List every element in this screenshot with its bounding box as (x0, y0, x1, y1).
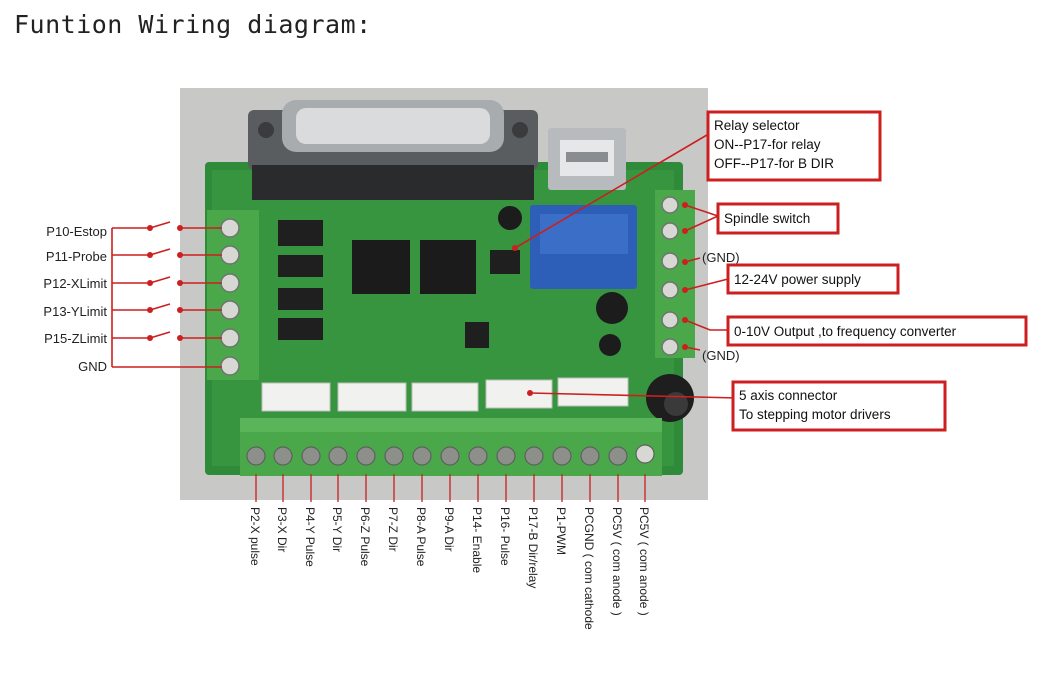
callout-leaders (512, 131, 739, 399)
input-label-xlimit: P12-XLimit (43, 276, 107, 291)
pin-label-pcgnd: PCGND ( com cathode (582, 507, 596, 630)
pin-label-p14: P14- Enable (470, 507, 484, 573)
axis-connectors (261, 377, 629, 412)
output-callout: 0-10V Output ,to frequency converter (726, 315, 1028, 347)
axis-line-2: To stepping motor drivers (739, 407, 891, 422)
input-label-ylimit: P13-YLimit (43, 304, 107, 319)
pin-label-p7: P7-Z Dir (386, 507, 400, 552)
pin-label-pc5v-1: PC5V ( com anode ) (610, 507, 624, 616)
power-supply-callout: 12-24V power supply (726, 263, 900, 295)
usb-port (548, 128, 626, 190)
output-text: 0-10V Output ,to frequency converter (734, 324, 957, 339)
input-label-estop: P10-Estop (46, 224, 107, 239)
pin-label-pc5v-2: PC5V ( com anode ) (637, 507, 651, 616)
relay-selector-callout: Relay selector ON--P17-for relay OFF--P1… (706, 110, 882, 182)
pin-label-p16: P16- Pulse (498, 507, 512, 566)
pin-label-p3: P3-X Dir (275, 507, 289, 552)
relay-line-3: OFF--P17-for B DIR (714, 156, 834, 171)
input-label-zlimit: P15-ZLimit (44, 331, 107, 346)
spindle-switch-text: Spindle switch (724, 211, 810, 226)
relay-line-2: ON--P17-for relay (714, 137, 821, 152)
capacitors (498, 206, 694, 422)
pin-label-p17: P17-B Dir/relay (526, 507, 540, 588)
pin-label-p5: P5-Y Dir (330, 507, 344, 552)
page-title: Funtion Wiring diagram: (14, 10, 372, 39)
left-wiring (111, 221, 222, 368)
pin-label-p8: P8-A Pulse (414, 507, 428, 567)
axis-connector-callout: 5 axis connector To stepping motor drive… (731, 380, 947, 432)
pin-label-p2: P2-X pulse (248, 507, 262, 566)
integrated-circuits (278, 220, 520, 348)
input-label-gnd: GND (78, 359, 107, 374)
pin-label-p1: P1-PWM (554, 507, 568, 555)
gnd-top-label: (GND) (702, 250, 740, 265)
power-supply-text: 12-24V power supply (734, 272, 861, 287)
pin-label-p4: P4-Y Pulse (303, 507, 317, 567)
left-terminal-block (207, 210, 259, 380)
gnd-bottom-label: (GND) (702, 348, 740, 363)
db25-connector (248, 100, 538, 200)
input-label-probe: P11-Probe (46, 249, 107, 264)
bottom-terminal-strip (240, 418, 662, 476)
bottom-pin-leaders (255, 474, 646, 502)
axis-line-1: 5 axis connector (739, 388, 838, 403)
relay-line-1: Relay selector (714, 118, 800, 133)
pin-label-p6: P6-Z Pulse (358, 507, 372, 567)
relay (530, 205, 637, 289)
pin-label-p9: P9-A Dir (442, 507, 456, 552)
right-terminal-block (655, 190, 695, 358)
spindle-switch-callout: Spindle switch (716, 202, 840, 235)
